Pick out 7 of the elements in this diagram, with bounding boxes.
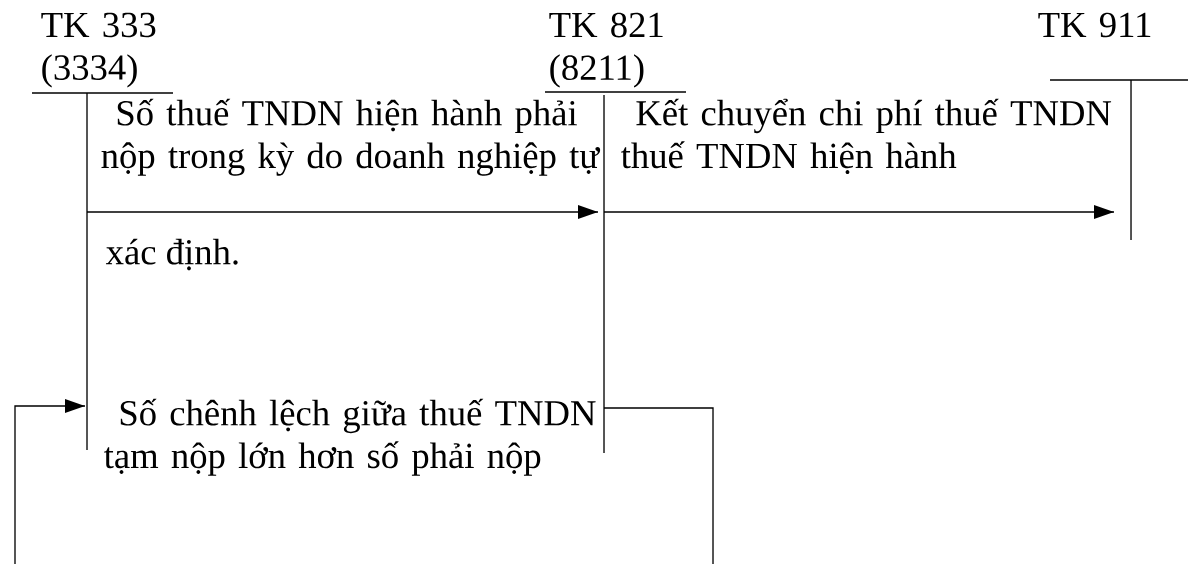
note-text: xác định. xyxy=(106,238,238,271)
edge-label: Kết chuyển chi phí thuế TNDN thuế TNDN hiện hành xyxy=(621,98,1112,174)
edge-label: Số thuế TNDN hiện hành phải nộp trong kỳ do doanh nghiệp tự xyxy=(101,98,601,176)
arrow xyxy=(14,399,86,564)
arrow xyxy=(86,205,599,219)
edge-label: Số chênh lệch giữa thuế TNDN tạm nộp lớn hơn số phải nộp xyxy=(104,398,596,476)
arrow xyxy=(603,205,1115,219)
